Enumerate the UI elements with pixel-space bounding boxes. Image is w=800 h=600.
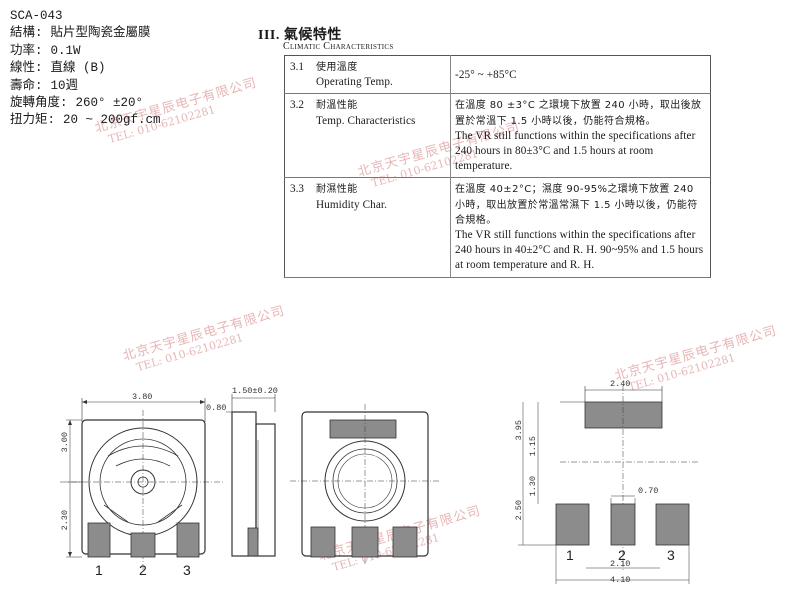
spec-label: 結構:	[10, 26, 43, 41]
row-name-zh: 使用溫度	[316, 62, 358, 73]
spec-value: 貼片型陶瓷金屬膜	[50, 26, 151, 41]
spec-value: 0.1W	[50, 43, 81, 58]
dim-pad-total-w: 4.10	[610, 575, 631, 585]
spec-row: 扭力矩: 20 ~ 200gf.cm	[10, 112, 161, 129]
spec-row: 結構: 貼片型陶瓷金屬膜	[10, 25, 161, 42]
section-heading: III. 氣候特性	[258, 28, 342, 43]
spec-label: 壽命:	[10, 78, 43, 93]
table-row: 3.3 耐濕性能 Humidity Char. 在溫度 40±2°C；濕度 90…	[284, 177, 711, 278]
dim-pad-span: 2.10	[610, 559, 631, 569]
dim-pad-top-width: 2.40	[610, 379, 631, 389]
table-row: 3.2 耐溫性能 Temp. Characteristics 在溫度 80 ±3…	[284, 93, 711, 178]
spec-label: 扭力矩:	[10, 113, 56, 128]
row-number: 3.1	[290, 61, 304, 73]
pin-label: 3	[183, 562, 191, 578]
row-condition-zh: 在溫度 80 ±3°C 之環境下放置 240 小時，取出後放置於常溫下 1.5 …	[455, 100, 702, 127]
pin-label: 1	[566, 547, 574, 563]
dim-pad-low-h: 1.30	[528, 476, 538, 497]
spec-block: SCA-043 結構: 貼片型陶瓷金屬膜 功率: 0.1W 線性: 直線 (B) 壽命…	[10, 8, 161, 130]
row-condition-en: -25° ~ +85°C	[455, 68, 517, 81]
pin-label: 1	[95, 562, 103, 578]
spec-row: 功率: 0.1W	[10, 43, 161, 60]
pin-label: 2	[618, 547, 626, 563]
spec-label: 旋轉角度:	[10, 96, 68, 111]
dim-pad-h: 2.50	[514, 500, 524, 521]
row-condition: 在溫度 80 ±3°C 之環境下放置 240 小時，取出後放置於常溫下 1.5 …	[451, 94, 711, 178]
row-name-zh: 耐濕性能	[316, 184, 358, 196]
spec-value: 260° ±20°	[75, 96, 144, 111]
model-number: SCA-043	[10, 9, 63, 23]
land-pattern	[518, 385, 700, 584]
spec-value: 10週	[50, 78, 79, 93]
row-number: 3.2	[290, 99, 304, 112]
row-condition-zh: 在溫度 40±2°C；濕度 90-95%之環境下放置 240 小時，取出放置於常…	[455, 184, 698, 226]
pin-label: 3	[667, 547, 675, 563]
spec-row: 線性: 直線 (B)	[10, 60, 161, 77]
dim-side-width: 1.50±0.20	[232, 386, 278, 396]
row-name-en: Humidity Char.	[316, 198, 388, 211]
dim-pad-small: 0.70	[638, 486, 659, 496]
spec-value: 直線 (B)	[50, 61, 106, 76]
spec-row: 旋轉角度: 260° ±20°	[10, 95, 161, 112]
row-condition: 在溫度 40±2°C；濕度 90-95%之環境下放置 240 小時，取出放置於常…	[451, 178, 711, 277]
row-condition: -25° ~ +85°C	[451, 56, 711, 94]
section-subheading: Climatic Characteristics	[283, 41, 394, 52]
front-view	[60, 398, 225, 570]
dim-height-upper: 3.00	[60, 432, 70, 453]
spec-row: 壽命: 10週	[10, 78, 161, 95]
rear-view	[290, 404, 440, 564]
table-row: 3.1 使用溫度 Operating Temp. -25° ~ +85°C	[284, 55, 711, 94]
dim-pad-mid-h: 1.15	[528, 436, 538, 457]
dim-side-top: 0.80	[206, 403, 227, 413]
pin-label: 2	[139, 562, 147, 578]
dim-width: 3.80	[132, 392, 153, 402]
row-condition-en: The VR still functions within the specif…	[455, 129, 696, 173]
row-name-zh: 耐溫性能	[316, 100, 358, 112]
climatic-table: 3.1 使用溫度 Operating Temp. -25° ~ +85°C 3.…	[284, 55, 711, 278]
side-view	[226, 394, 276, 557]
row-name-en: Temp. Characteristics	[316, 114, 416, 127]
dim-height-lower: 2.30	[60, 510, 70, 531]
row-name-en: Operating Temp.	[316, 76, 393, 89]
dim-pad-total-h: 3.95	[514, 420, 524, 441]
row-name: 耐濕性能 Humidity Char.	[312, 177, 451, 278]
spec-value: 20 ~ 200gf.cm	[63, 113, 161, 128]
spec-label: 功率:	[10, 43, 43, 58]
row-name: 使用溫度 Operating Temp.	[312, 55, 451, 94]
spec-label: 線性:	[10, 61, 43, 76]
row-condition-en: The VR still functions within the specif…	[455, 229, 704, 272]
row-number: 3.3	[290, 183, 304, 196]
row-name: 耐溫性能 Temp. Characteristics	[312, 93, 451, 178]
